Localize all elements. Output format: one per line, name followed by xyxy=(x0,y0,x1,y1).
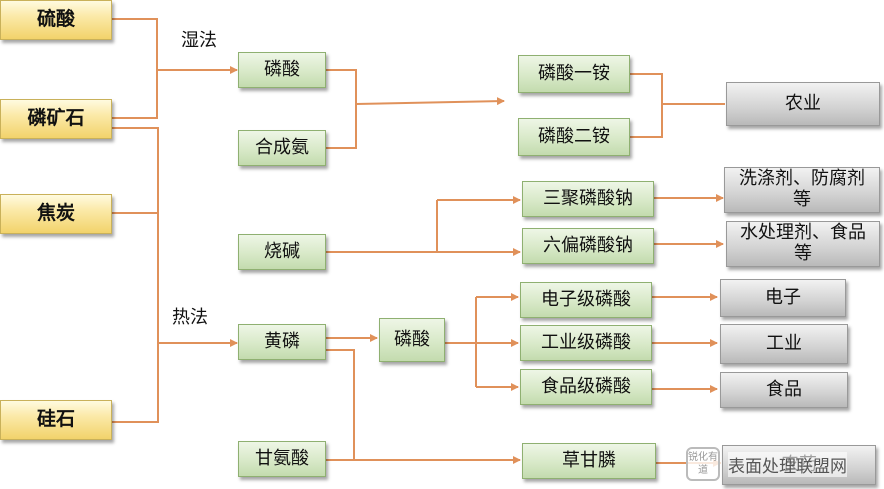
node-caustic-soda: 烧碱 xyxy=(238,234,326,270)
connector-phosphoric-acid-wet xyxy=(326,69,357,104)
raw-phosphate-rock: 磷矿石 xyxy=(0,99,112,139)
label-thermal-process: 热法 xyxy=(172,307,208,328)
watermark-text: 表面处理联盟网 xyxy=(728,451,847,477)
connector-phosphate-rock-thermal xyxy=(112,127,159,423)
arrow-to-ammonium-phosphates xyxy=(355,97,505,106)
node-glycine: 甘氨酸 xyxy=(238,441,326,477)
connector-synthetic-ammonia xyxy=(326,104,357,149)
node-diammonium-phosphate: 磷酸二铵 xyxy=(518,118,630,156)
connector-map xyxy=(630,73,663,104)
node-monoammonium-phosphate: 磷酸一铵 xyxy=(518,55,630,93)
node-glyphosate: 草甘膦 xyxy=(522,443,656,479)
app-food: 食品 xyxy=(720,372,848,408)
connector-dap xyxy=(630,104,663,138)
node-yellow-phosphorus: 黄磷 xyxy=(238,324,326,360)
connector-phosphate-rock-wet xyxy=(112,70,158,119)
watermark: 锐化有道 表面处理联盟网 xyxy=(686,444,876,484)
app-electronics: 电子 xyxy=(720,279,846,317)
connector-yellow-phosphorus-glyphosate xyxy=(326,349,355,460)
watermark-logo-icon: 锐化有道 xyxy=(686,447,720,481)
node-industrial-grade-pa: 工业级磷酸 xyxy=(520,325,652,361)
node-synthetic-ammonia: 合成氨 xyxy=(238,130,326,166)
app-industry: 工业 xyxy=(720,324,848,364)
app-detergent-preservative: 洗涤剂、防腐剂等 xyxy=(724,167,880,213)
node-sodium-hexametaphosphate: 六偏磷酸钠 xyxy=(522,228,654,264)
node-phosphoric-acid-wet: 磷酸 xyxy=(238,52,326,88)
connector-sulfuric-acid xyxy=(112,18,158,70)
raw-coke: 焦炭 xyxy=(0,194,112,234)
node-sodium-tripolyphosphate: 三聚磷酸钠 xyxy=(522,181,654,217)
raw-sulfuric-acid: 硫酸 xyxy=(0,0,112,40)
node-food-grade-pa: 食品级磷酸 xyxy=(520,369,652,405)
label-wet-process: 湿法 xyxy=(181,30,217,51)
app-agriculture: 农业 xyxy=(726,82,880,126)
node-phosphoric-acid-thermal: 磷酸 xyxy=(379,318,445,362)
node-electronic-grade-pa: 电子级磷酸 xyxy=(520,282,652,318)
app-water-treatment-food: 水处理剂、食品等 xyxy=(726,221,880,267)
raw-silica: 硅石 xyxy=(0,400,112,440)
